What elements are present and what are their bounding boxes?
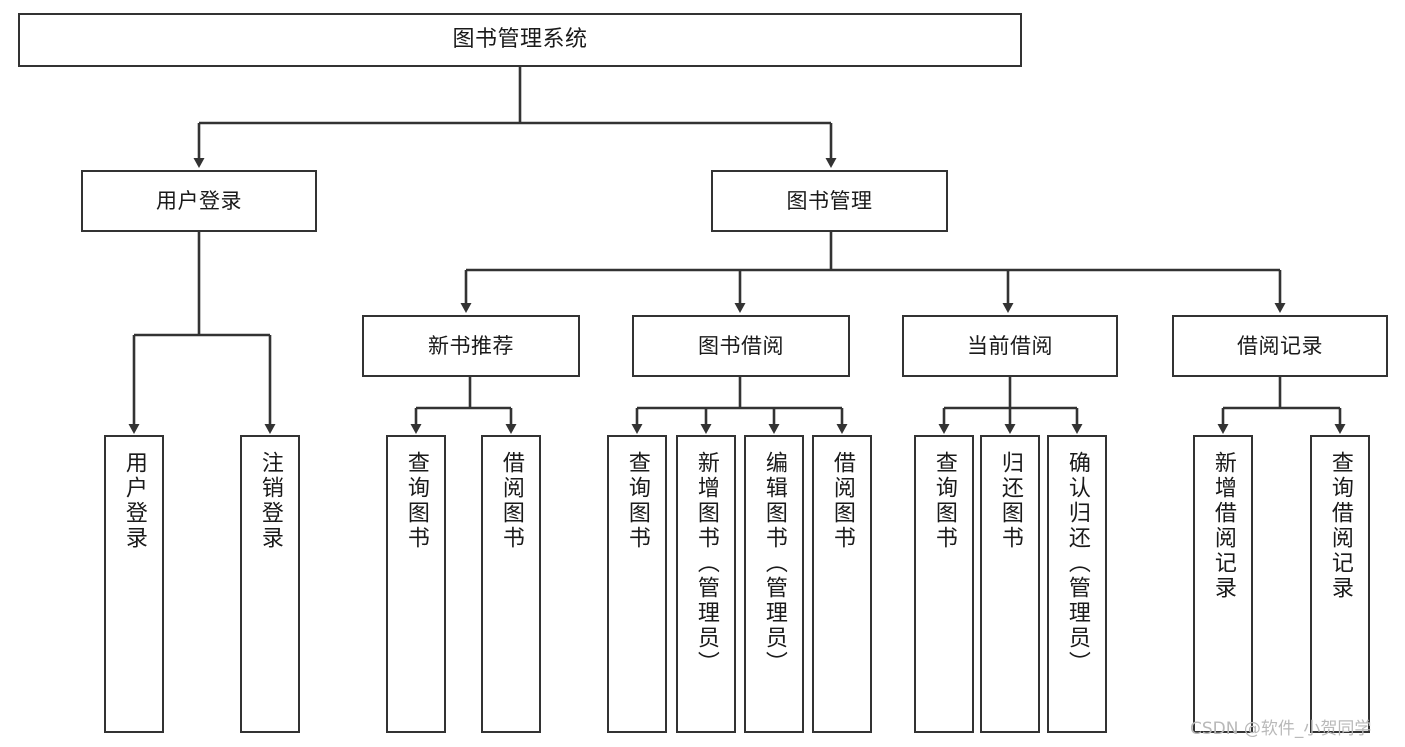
leaf-current-query-book[interactable]: 查询图书 xyxy=(914,435,974,733)
node-label: 新增图书（管理员） xyxy=(693,451,719,676)
node-label: 注销登录 xyxy=(257,451,283,551)
leaf-borrow-borrow-book[interactable]: 借阅图书 xyxy=(812,435,872,733)
node-label: 新增借阅记录 xyxy=(1210,451,1236,601)
leaf-recommend-query-book[interactable]: 查询图书 xyxy=(386,435,446,733)
node-label: 借阅图书 xyxy=(829,451,855,551)
node-new-book-recommend[interactable]: 新书推荐 xyxy=(362,315,580,377)
node-borrow-records[interactable]: 借阅记录 xyxy=(1172,315,1388,377)
node-label: 当前借阅 xyxy=(967,333,1053,358)
node-user-login[interactable]: 用户登录 xyxy=(81,170,317,232)
node-label: 用户登录 xyxy=(156,188,242,213)
node-label: 图书管理系统 xyxy=(452,27,588,53)
leaf-user-login-login[interactable]: 用户登录 xyxy=(104,435,164,733)
node-label: 查询图书 xyxy=(403,451,429,551)
node-book-borrow[interactable]: 图书借阅 xyxy=(632,315,850,377)
node-label: 用户登录 xyxy=(121,451,147,551)
node-label: 借阅记录 xyxy=(1237,333,1323,358)
leaf-current-return-book[interactable]: 归还图书 xyxy=(980,435,1040,733)
node-label: 图书管理 xyxy=(786,188,873,213)
node-root-system[interactable]: 图书管理系统 xyxy=(18,13,1022,67)
node-label: 确认归还（管理员） xyxy=(1064,451,1090,676)
node-current-borrow[interactable]: 当前借阅 xyxy=(902,315,1118,377)
node-label: 查询图书 xyxy=(624,451,650,551)
node-label: 图书借阅 xyxy=(698,333,784,358)
node-label: 查询图书 xyxy=(931,451,957,551)
node-label: 归还图书 xyxy=(997,451,1023,551)
leaf-current-confirm-return-admin[interactable]: 确认归还（管理员） xyxy=(1047,435,1107,733)
leaf-borrow-query-book[interactable]: 查询图书 xyxy=(607,435,667,733)
node-label: 查询借阅记录 xyxy=(1327,451,1353,601)
node-book-management[interactable]: 图书管理 xyxy=(711,170,948,232)
leaf-records-query-record[interactable]: 查询借阅记录 xyxy=(1310,435,1370,733)
leaf-records-add-record[interactable]: 新增借阅记录 xyxy=(1193,435,1253,733)
node-label: 编辑图书（管理员） xyxy=(761,451,787,676)
leaf-borrow-add-book-admin[interactable]: 新增图书（管理员） xyxy=(676,435,736,733)
node-label: 新书推荐 xyxy=(428,333,514,358)
node-label: 借阅图书 xyxy=(498,451,524,551)
leaf-user-login-logout[interactable]: 注销登录 xyxy=(240,435,300,733)
leaf-recommend-borrow-book[interactable]: 借阅图书 xyxy=(481,435,541,733)
watermark-text: CSDN @软件_小贺同学 xyxy=(1190,719,1372,739)
leaf-borrow-edit-book-admin[interactable]: 编辑图书（管理员） xyxy=(744,435,804,733)
